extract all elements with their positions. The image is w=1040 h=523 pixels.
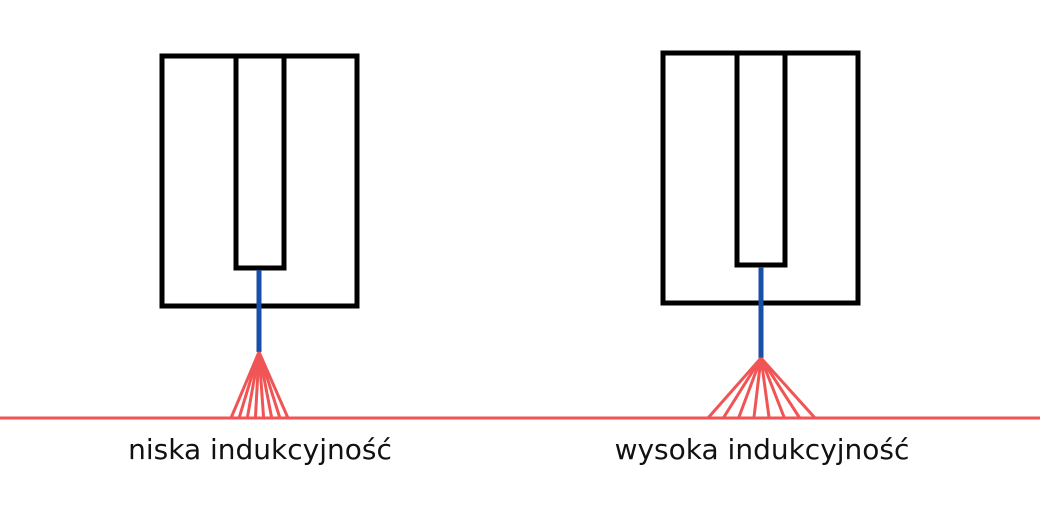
right-fan-line bbox=[722, 357, 763, 419]
right-fan-line bbox=[706, 357, 763, 419]
right-inner-core bbox=[734, 50, 788, 268]
right-fan-line bbox=[752, 357, 763, 419]
left-fan-lines bbox=[229, 351, 290, 419]
right-fan-line bbox=[759, 357, 786, 419]
right-fan-line bbox=[759, 357, 801, 419]
right-fan-lines bbox=[706, 356, 817, 420]
right-fan-line bbox=[759, 357, 771, 419]
right-fan-line bbox=[737, 357, 763, 419]
right-fan-line bbox=[759, 356, 817, 420]
right-assembly bbox=[660, 50, 861, 420]
left-inner-core bbox=[233, 53, 287, 271]
left-assembly bbox=[159, 53, 360, 419]
right-caption: wysoka indukcyjność bbox=[614, 433, 910, 466]
left-fan-line bbox=[257, 351, 290, 419]
left-caption: niska indukcyjność bbox=[128, 433, 392, 466]
